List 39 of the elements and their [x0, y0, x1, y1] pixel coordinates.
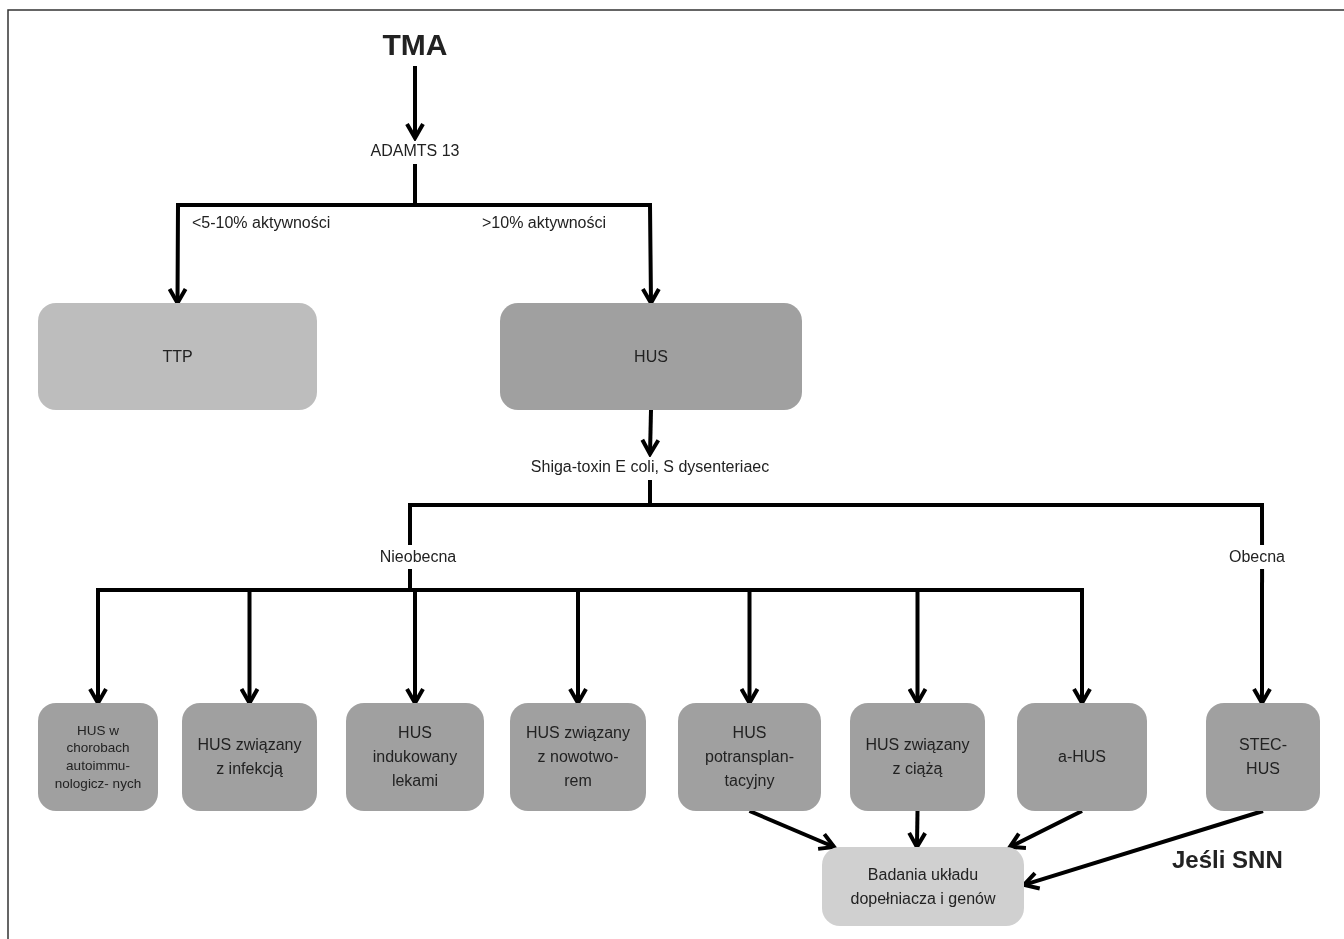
process-box: [182, 703, 317, 811]
branch-text: ADAMTS 13: [345, 138, 485, 164]
branch-text: Obecna: [1212, 545, 1302, 569]
branch-text: Shiga-toxin E coli, S dysenteriaec: [495, 454, 805, 480]
box-text: HUS potransplan- tacyjny: [704, 723, 795, 791]
box-text: HUS związany z ciążą: [864, 735, 971, 779]
arrow: [1007, 809, 1083, 850]
result-box: [822, 847, 1024, 926]
arrow: [907, 810, 928, 849]
note-text: Jeśli SNN: [1172, 846, 1283, 874]
arrow: [1022, 809, 1264, 891]
box-text: HUS w chorobach autoimmu- nologicz- nych: [53, 721, 143, 793]
arrow: [413, 164, 661, 305]
process-box: [850, 703, 985, 811]
box-text: STEC- HUS: [1238, 735, 1288, 779]
process-box: [500, 303, 802, 410]
branch-text: Nieobecna: [368, 545, 468, 569]
arrow: [1252, 569, 1272, 705]
box-text: HUS związany z infekcją: [196, 735, 303, 779]
box-text: HUS: [634, 346, 668, 367]
edge-label: >10% aktywności: [482, 214, 607, 232]
edge-label: <5-10% aktywności: [192, 214, 331, 232]
process-box: [1017, 703, 1147, 811]
arrow: [640, 409, 661, 456]
process-box: [678, 703, 821, 811]
process-box: [38, 303, 317, 410]
box-text: a-HUS: [1058, 747, 1106, 767]
box-text: TTP: [162, 346, 193, 367]
box-text: HUS związany z nowotwo- rem: [525, 723, 631, 791]
arrow: [405, 66, 425, 140]
box-text: Badania układu dopełniacza i genów: [849, 864, 997, 909]
connector-line: [648, 480, 1265, 545]
process-box: [510, 703, 646, 811]
title-text: TMA: [365, 22, 465, 66]
process-box: [346, 703, 484, 811]
process-box: [1206, 703, 1320, 811]
arrow: [748, 809, 837, 851]
process-box: [38, 703, 158, 811]
box-text: HUS indukowany lekami: [371, 723, 459, 791]
